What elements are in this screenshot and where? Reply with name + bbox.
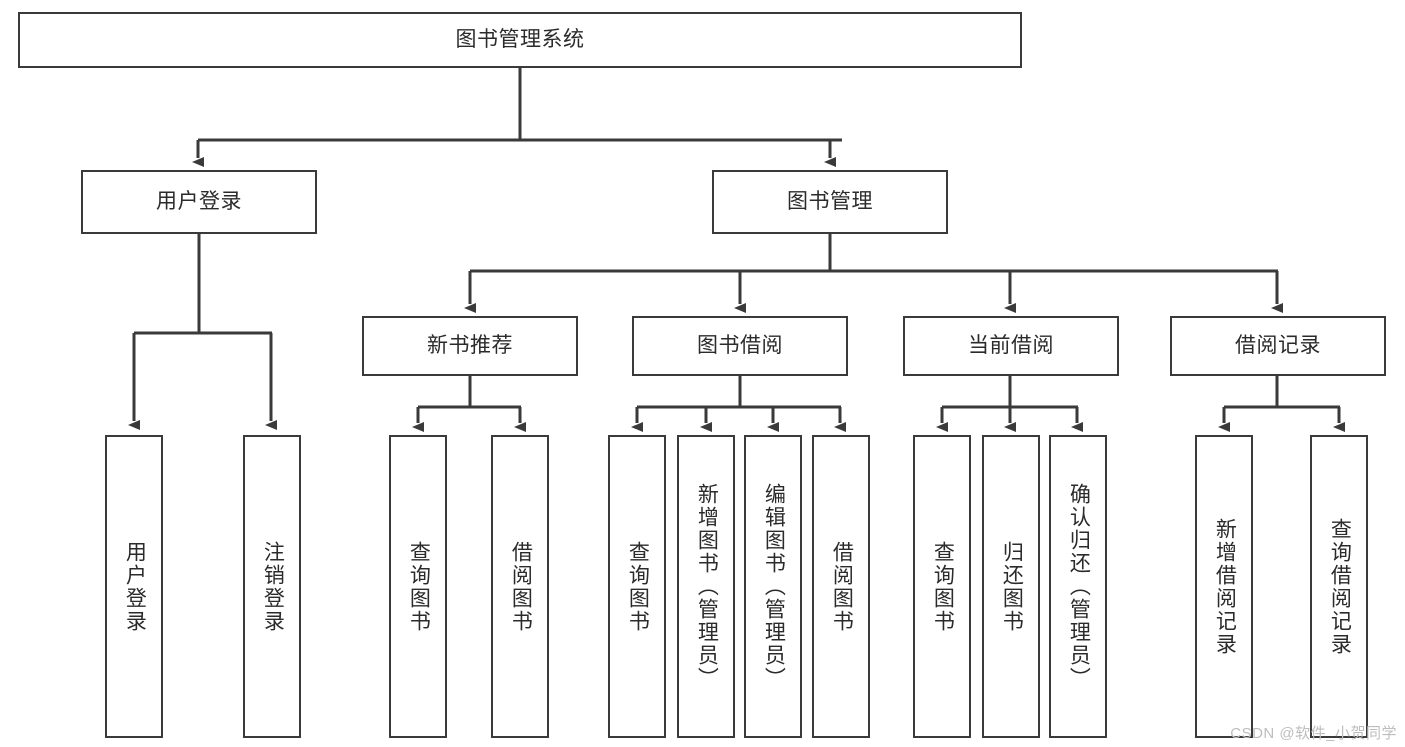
- node-current-borrow-label: 当前借阅: [968, 334, 1054, 358]
- node-leaf-query-record-label: 查询借阅记录: [1328, 517, 1352, 656]
- node-borrow-record-label: 借阅记录: [1235, 334, 1321, 358]
- node-leaf-query-book-2-label: 查询图书: [626, 540, 650, 633]
- node-user-login-label: 用户登录: [156, 190, 242, 214]
- node-new-book-recommend[interactable]: 新书推荐: [362, 316, 578, 376]
- node-user-login[interactable]: 用户登录: [81, 170, 317, 234]
- node-leaf-return-book[interactable]: 归还图书: [982, 435, 1040, 738]
- node-leaf-edit-book[interactable]: 编辑图书（管理员）: [744, 435, 802, 738]
- node-leaf-logout-label: 注销登录: [261, 540, 285, 633]
- node-leaf-confirm-return-label: 确认归还（管理员）: [1067, 483, 1091, 690]
- node-leaf-query-book-1-label: 查询图书: [407, 540, 431, 633]
- node-book-borrow[interactable]: 图书借阅: [632, 316, 848, 376]
- node-leaf-borrow-book-2[interactable]: 借阅图书: [812, 435, 870, 738]
- watermark-text: CSDN @软件_小贺同学: [1230, 725, 1397, 742]
- node-leaf-logout[interactable]: 注销登录: [243, 435, 301, 738]
- node-new-book-recommend-label: 新书推荐: [427, 334, 513, 358]
- node-book-management-label: 图书管理: [787, 190, 873, 214]
- node-leaf-return-book-label: 归还图书: [1000, 540, 1024, 633]
- node-leaf-user-login-label: 用户登录: [123, 540, 147, 633]
- node-leaf-user-login[interactable]: 用户登录: [105, 435, 163, 738]
- node-leaf-add-book[interactable]: 新增图书（管理员）: [677, 435, 735, 738]
- node-root-label: 图书管理系统: [455, 28, 585, 52]
- node-leaf-confirm-return[interactable]: 确认归还（管理员）: [1049, 435, 1107, 738]
- node-borrow-record[interactable]: 借阅记录: [1170, 316, 1386, 376]
- node-leaf-add-record-label: 新增借阅记录: [1213, 517, 1237, 656]
- node-leaf-borrow-book-1-label: 借阅图书: [509, 540, 533, 633]
- node-book-borrow-label: 图书借阅: [697, 334, 783, 358]
- node-leaf-query-book-3[interactable]: 查询图书: [913, 435, 971, 738]
- node-current-borrow[interactable]: 当前借阅: [903, 316, 1119, 376]
- node-leaf-query-book-1[interactable]: 查询图书: [389, 435, 447, 738]
- node-root[interactable]: 图书管理系统: [18, 12, 1022, 68]
- node-leaf-borrow-book-2-label: 借阅图书: [830, 540, 854, 633]
- node-leaf-query-record[interactable]: 查询借阅记录: [1310, 435, 1368, 738]
- node-leaf-edit-book-label: 编辑图书（管理员）: [762, 483, 786, 690]
- node-leaf-query-book-3-label: 查询图书: [931, 540, 955, 633]
- node-leaf-query-book-2[interactable]: 查询图书: [608, 435, 666, 738]
- node-leaf-add-book-label: 新增图书（管理员）: [695, 483, 719, 690]
- node-leaf-add-record[interactable]: 新增借阅记录: [1195, 435, 1253, 738]
- node-book-management[interactable]: 图书管理: [712, 170, 948, 234]
- node-leaf-borrow-book-1[interactable]: 借阅图书: [491, 435, 549, 738]
